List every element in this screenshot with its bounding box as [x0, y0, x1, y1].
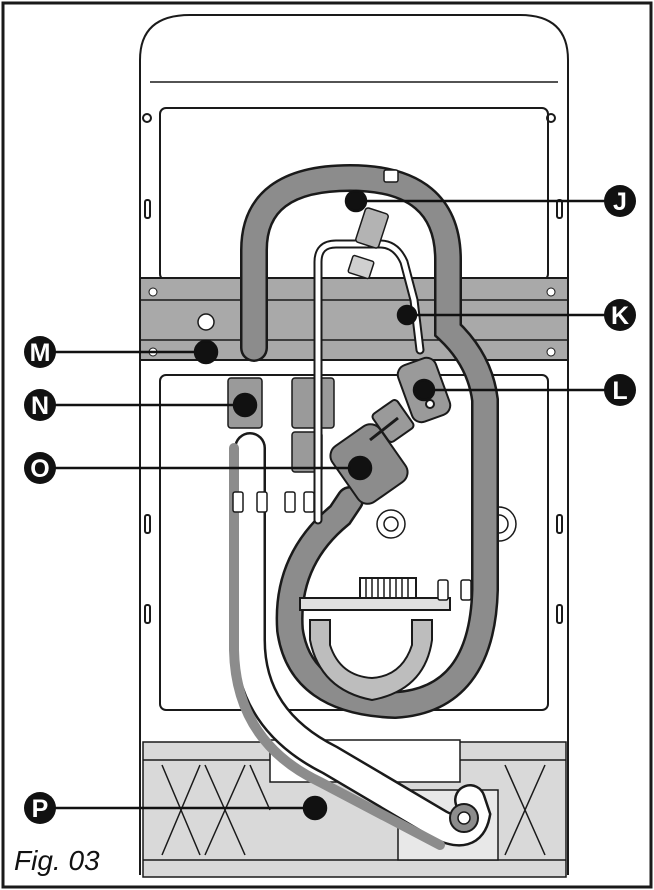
- leader-lines: [40, 189, 620, 821]
- callout-k: K: [604, 299, 636, 331]
- callout-n: N: [24, 389, 56, 421]
- leader-dot-n: [232, 392, 258, 418]
- callout-m: M: [24, 336, 56, 368]
- top-coupling: [347, 169, 399, 280]
- callout-j: J: [604, 185, 636, 217]
- callout-k-letter: K: [611, 302, 629, 330]
- drain-hose: [240, 163, 499, 720]
- leader-dot-m: [193, 339, 219, 365]
- hose-clamps: [232, 491, 472, 601]
- callout-l: L: [604, 374, 636, 406]
- leader-dot-l: [412, 378, 436, 402]
- callout-n-letter: N: [31, 392, 49, 420]
- callout-o-letter: O: [30, 455, 49, 483]
- callout-m-letter: M: [30, 339, 51, 367]
- leader-dot-o: [347, 455, 373, 481]
- u-bend-bracket: [299, 577, 451, 702]
- leader-dot-p: [302, 795, 328, 821]
- callout-o: O: [24, 452, 56, 484]
- leader-dot-k: [396, 304, 418, 326]
- leader-dot-j: [344, 189, 368, 213]
- callout-p: P: [24, 792, 56, 824]
- outlet-hose: [229, 432, 492, 850]
- callout-p-letter: P: [32, 795, 49, 823]
- callout-j-letter: J: [613, 188, 627, 216]
- figure-label: Fig. 03: [14, 845, 100, 876]
- callout-l-letter: L: [612, 377, 627, 405]
